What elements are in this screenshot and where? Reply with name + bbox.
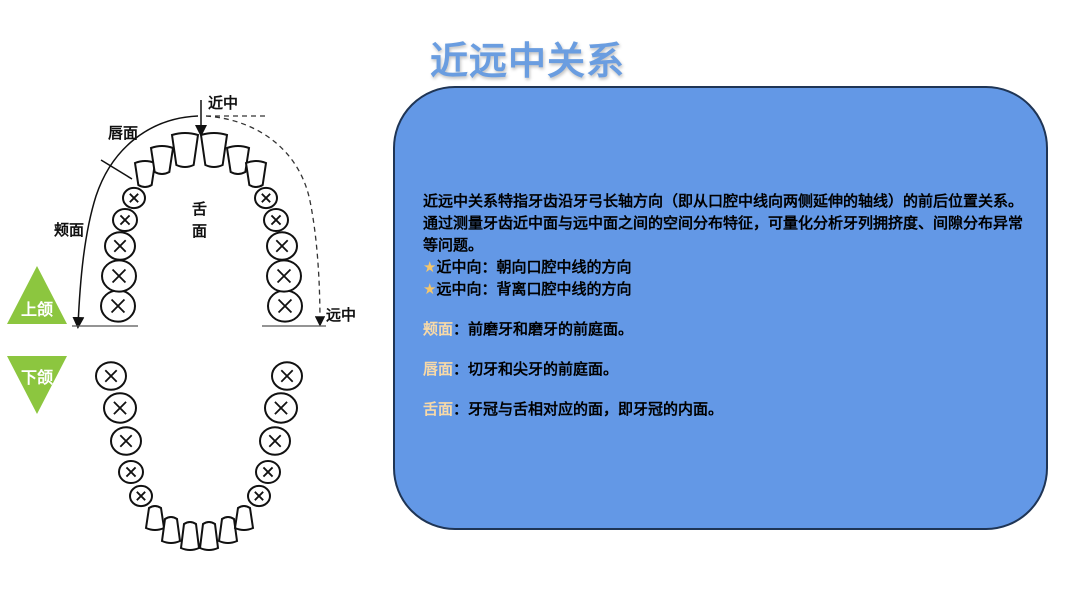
lower-incisor: [200, 522, 218, 550]
upper-incisor: [201, 133, 227, 167]
info-panel: 近远中关系特指牙齿沿牙弓长轴方向（即从口腔中线向两侧延伸的轴线）的前后位置关系。…: [393, 86, 1048, 530]
lower-jaw-badge: 下颌: [7, 356, 67, 414]
lower-incisor: [181, 522, 199, 550]
upper-right-molar: [267, 232, 297, 260]
labial-text: ：切牙和尖牙的前庭面。: [453, 360, 618, 378]
intro-text: 近远中关系特指牙齿沿牙弓长轴方向（即从口腔中线向两侧延伸的轴线）的前后位置关系。…: [423, 190, 1026, 256]
upper-right-molar: [267, 260, 301, 291]
labial-definition: 唇面：切牙和尖牙的前庭面。: [423, 358, 1026, 380]
lower-left-molar: [130, 486, 152, 506]
lower-jaw-label: 下颌: [7, 364, 67, 388]
lingual-term: 舌面: [423, 400, 453, 418]
lingual-text: ：牙冠与舌相对应的面，即牙冠的内面。: [453, 400, 723, 418]
dental-arch-diagram: 近中 唇面 颊面 舌 面 远中 上颌 下颌: [0, 86, 390, 556]
labial-term: 唇面: [423, 360, 453, 378]
upper-incisor: [172, 133, 198, 167]
mesial-definition: ★近中向：朝向口腔中线的方向: [423, 256, 1026, 278]
lower-right-molar: [272, 362, 302, 390]
upper-right-molar: [255, 188, 277, 208]
upper-right-molar: [268, 290, 302, 321]
lower-left-molar: [104, 393, 136, 422]
star-icon: ★: [423, 258, 436, 276]
buccal-label: 颊面: [54, 219, 84, 240]
upper-left-molar: [123, 188, 145, 208]
lower-right-molar: [256, 461, 280, 483]
lower-right-molar: [265, 393, 297, 422]
lower-left-molar: [96, 362, 126, 390]
upper-incisor: [135, 161, 155, 187]
lower-incisor: [162, 517, 180, 543]
upper-left-molar: [105, 232, 135, 260]
mesial-label: 近中: [208, 92, 238, 113]
star-icon: ★: [423, 280, 436, 298]
upper-jaw-badge: 上颌: [7, 266, 67, 324]
labial-label: 唇面: [108, 122, 138, 143]
lower-left-molar: [111, 427, 141, 455]
buccal-term: 颊面: [423, 320, 453, 338]
lower-incisor: [219, 517, 237, 543]
lingual-definition: 舌面：牙冠与舌相对应的面，即牙冠的内面。: [423, 398, 1026, 420]
buccal-definition: 颊面：前磨牙和磨牙的前庭面。: [423, 318, 1026, 340]
upper-left-molar: [113, 209, 137, 231]
upper-left-molar: [101, 290, 135, 321]
upper-incisor: [227, 146, 249, 174]
lower-right-molar: [260, 427, 290, 455]
upper-incisor: [151, 146, 173, 174]
lower-incisor: [235, 506, 253, 530]
upper-jaw-label: 上颌: [7, 296, 67, 320]
lower-incisor: [146, 506, 164, 530]
upper-left-molar: [102, 260, 136, 291]
mesial-definition-text: 近中向：朝向口腔中线的方向: [436, 258, 631, 276]
upper-incisor: [246, 161, 266, 187]
lower-right-molar: [248, 486, 270, 506]
distal-definition-text: 远中向：背离口腔中线的方向: [436, 280, 631, 298]
buccal-text: ：前磨牙和磨牙的前庭面。: [453, 320, 633, 338]
tongue-label-2: 面: [192, 220, 207, 241]
distal-definition: ★远中向：背离口腔中线的方向: [423, 278, 1026, 300]
lower-arch: [96, 362, 302, 550]
lower-left-molar: [119, 461, 143, 483]
page-title: 近远中关系: [430, 30, 690, 80]
tongue-label-1: 舌: [192, 198, 207, 219]
distal-label: 远中: [326, 304, 356, 325]
upper-right-molar: [264, 209, 288, 231]
